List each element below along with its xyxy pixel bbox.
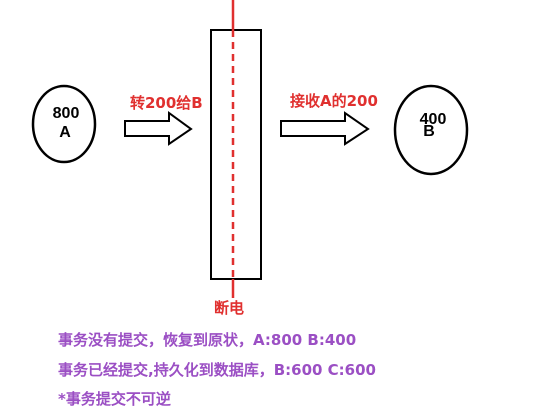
transaction-box — [210, 29, 262, 280]
note-irreversible: *事务提交不可逆 — [58, 390, 171, 408]
node-a-circle — [31, 84, 97, 164]
arrow-transfer-label: 转200给B — [130, 94, 203, 112]
node-a-value: 800 — [53, 105, 80, 122]
note-not-committed: 事务没有提交，恢复到原状，A:800 B:400 — [58, 331, 357, 349]
node-b-value: 400 — [420, 111, 447, 128]
node-b: 400 B — [393, 84, 469, 176]
arrow-transfer-shape — [124, 111, 193, 146]
arrow-receive: 接收A的200 — [280, 92, 378, 146]
arrow-receive-shape — [280, 111, 370, 146]
arrow-transfer: 转200给B — [124, 94, 203, 146]
arrow-receive-label: 接收A的200 — [290, 92, 378, 110]
node-a-name: A — [59, 124, 71, 141]
node-b-circle — [393, 84, 469, 176]
node-a: 800 A — [31, 84, 97, 164]
note-committed: 事务已经提交,持久化到数据库，B:600 C:600 — [58, 361, 376, 379]
node-b-name: B — [423, 123, 435, 140]
power-cut-label: 断电 — [214, 299, 244, 317]
